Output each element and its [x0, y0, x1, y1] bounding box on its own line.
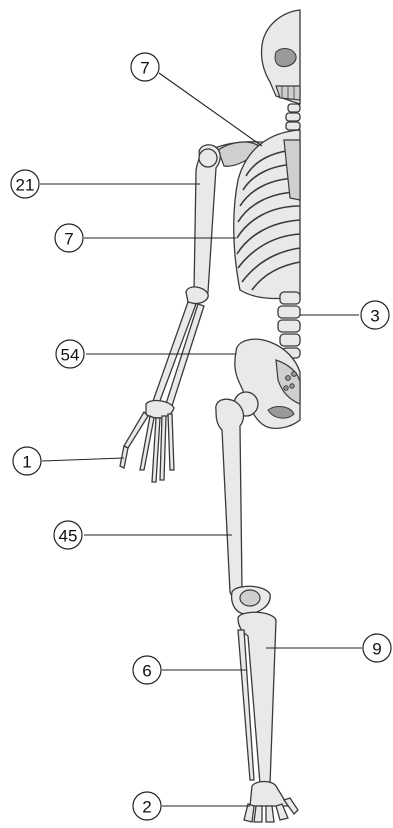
callout-label-vertebrae: 3	[370, 307, 379, 326]
callout-skull-neck: 7	[131, 53, 159, 81]
leg	[216, 392, 298, 822]
callout-femur: 45	[54, 521, 82, 549]
callout-label-foot: 2	[142, 798, 151, 817]
callout-pelvis: 54	[56, 340, 84, 368]
callout-label-tibia: 9	[372, 640, 381, 659]
callout-label-ribs: 7	[64, 230, 73, 249]
cervical-spine	[286, 104, 300, 130]
arm	[120, 145, 220, 482]
callout-foot: 2	[133, 792, 161, 820]
callout-ribs: 7	[55, 224, 83, 252]
callout-tibia: 9	[363, 634, 391, 662]
callout-fibula: 6	[133, 656, 161, 684]
callout-label-femur: 45	[59, 527, 78, 546]
callout-label-pelvis: 54	[61, 346, 80, 365]
callout-label-fibula: 6	[142, 662, 151, 681]
callout-label-humerus: 21	[16, 176, 35, 195]
leader-hand	[42, 458, 124, 461]
skull	[261, 10, 300, 104]
callout-label-hand: 1	[22, 453, 31, 472]
callout-humerus: 21	[11, 170, 39, 198]
callout-vertebrae: 3	[361, 301, 389, 329]
callout-label-skull-neck: 7	[140, 59, 149, 78]
callout-hand: 1	[13, 447, 41, 475]
leader-skull-neck	[159, 73, 262, 146]
